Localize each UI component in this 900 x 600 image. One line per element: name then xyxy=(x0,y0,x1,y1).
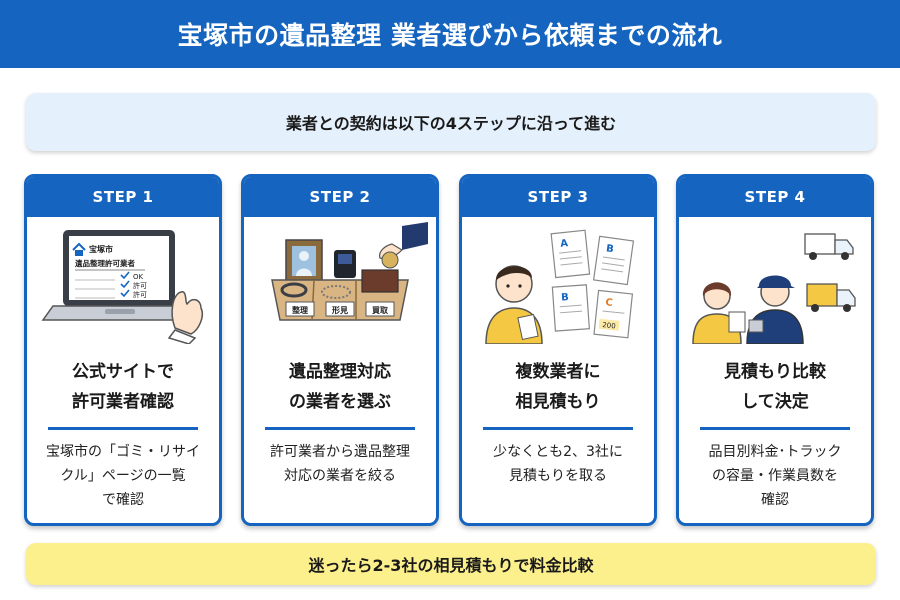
step-card-2: STEP 2 整理 形見 買取 遺品整理対応 の業者を選ぶ xyxy=(241,174,439,526)
check-item-1: OK xyxy=(133,273,144,281)
doc-amount: 200 xyxy=(602,321,616,330)
step-divider xyxy=(265,427,415,430)
doc-letter-3: B xyxy=(561,292,569,304)
page-title: 宝塚市の遺品整理 業者選びから依頼までの流れ xyxy=(177,21,723,50)
subtitle-banner: 業者との契約は以下の4ステップに沿って進む xyxy=(26,93,876,151)
step-label: STEP 3 xyxy=(462,177,654,217)
step-label: STEP 4 xyxy=(679,177,871,217)
step-title: 遺品整理対応 の業者を選ぶ xyxy=(289,362,391,412)
footer-banner: 迷ったら2-3社の相見積もりで料金比較 xyxy=(26,543,876,585)
screen-title: 宝塚市 xyxy=(89,244,113,254)
laptop-checklist-icon: 宝塚市 遺品整理許可業者 OK 許可 許可 xyxy=(27,217,219,347)
step-label: STEP 1 xyxy=(27,177,219,217)
person-quotes-icon: A B B C 2 xyxy=(462,217,654,347)
box-label-2: 形見 xyxy=(332,305,348,315)
box-label-1: 整理 xyxy=(291,305,308,315)
step-title: 公式サイトで 許可業者確認 xyxy=(72,362,174,412)
check-item-2: 許可 xyxy=(133,281,147,290)
doc-letter-4: C xyxy=(605,297,613,309)
step-description: 宝塚市の「ゴミ・リサイ クル」ページの一覧 で確認 xyxy=(46,444,200,508)
sorting-box-icon: 整理 形見 買取 xyxy=(244,217,436,347)
step-divider xyxy=(48,427,198,430)
step-title: 複数業者に 相見積もり xyxy=(515,362,601,412)
doc-letter-2: B xyxy=(605,243,614,255)
step-card-3: STEP 3 A B xyxy=(459,174,657,526)
page-header: 宝塚市の遺品整理 業者選びから依頼までの流れ xyxy=(0,0,900,68)
step-divider xyxy=(483,427,633,430)
step-card-4: STEP 4 見積もり比較 して決定 品目別料金･トラック の容量・作業員数を xyxy=(676,174,874,526)
step-divider xyxy=(700,427,850,430)
step-title: 見積もり比較 して決定 xyxy=(724,362,826,412)
step-description: 品目別料金･トラック の容量・作業員数を 確認 xyxy=(708,444,842,508)
box-label-3: 買取 xyxy=(372,306,388,315)
step-description: 許可業者から遺品整理 対応の業者を絞る xyxy=(270,444,410,484)
step-label: STEP 2 xyxy=(244,177,436,217)
staff-trucks-icon xyxy=(679,217,871,347)
screen-subtitle: 遺品整理許可業者 xyxy=(74,258,135,268)
step-card-1: STEP 1 宝塚市 遺品整理許可業者 OK 許可 許可 公式サイトで 許可 xyxy=(24,174,222,526)
step-description: 少なくとも2、3社に 見積もりを取る xyxy=(493,444,623,484)
footer-text: 迷ったら2-3社の相見積もりで料金比較 xyxy=(308,556,594,575)
check-item-3: 許可 xyxy=(133,290,147,299)
doc-letter-1: A xyxy=(560,238,569,250)
subtitle-text: 業者との契約は以下の4ステップに沿って進む xyxy=(285,114,617,133)
